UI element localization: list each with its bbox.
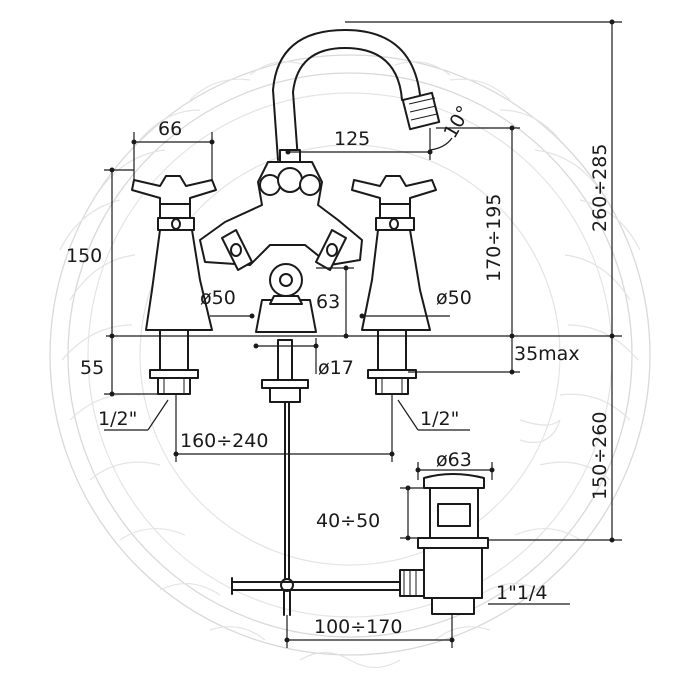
dim-half-inch-left: 1/2" (98, 408, 137, 430)
left-valve (131, 175, 217, 331)
dim-100-170: 100÷170 (314, 616, 402, 638)
center-body (199, 161, 363, 271)
dim-160-240: 160÷240 (180, 430, 268, 452)
dim-55: 55 (80, 357, 104, 379)
dim-125: 125 (334, 128, 370, 150)
dimension-ticks (109, 19, 615, 643)
dim-phi50-right: ø50 (436, 287, 472, 309)
dim-35max: 35max (514, 343, 580, 365)
spout (272, 29, 441, 163)
dim-1-1-4-inch: 1"1/4 (496, 582, 547, 604)
dim-150: 150 (66, 245, 102, 267)
popup-lever (255, 263, 317, 333)
dim-phi50-left: ø50 (200, 287, 236, 309)
popup-rod (231, 339, 401, 616)
dim-phi17: ø17 (318, 357, 354, 379)
dim-170-195: 170÷195 (483, 194, 505, 282)
waste-drain (399, 473, 489, 615)
dim-phi63-waste: ø63 (436, 449, 472, 471)
dim-half-inch-right: 1/2" (420, 408, 459, 430)
right-tailpiece (367, 329, 417, 395)
dim-66: 66 (158, 118, 182, 140)
left-tailpiece (149, 329, 199, 395)
dim-150-260: 150÷260 (589, 412, 611, 500)
dim-260-285: 260÷285 (589, 144, 611, 232)
dim-63: 63 (316, 291, 340, 313)
watermark-emblem (49, 54, 651, 669)
right-valve (351, 175, 437, 331)
dim-10deg: 10° (439, 102, 475, 142)
dim-40-50: 40÷50 (316, 510, 380, 532)
